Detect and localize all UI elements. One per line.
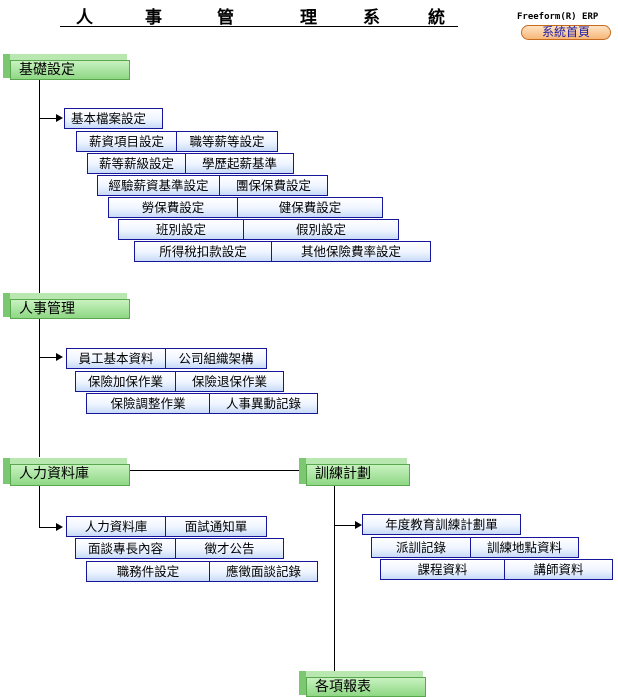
annual-training-plan-button[interactable]: 年度教育訓練計劃單 (362, 514, 521, 535)
labor-insurance-settings-button[interactable]: 勞保費設定 (108, 197, 238, 218)
title-char: 管 (217, 8, 234, 28)
training-assignment-record-button[interactable]: 派訓記錄 (371, 537, 471, 558)
tree-branch (334, 525, 355, 526)
arrow-right-icon (56, 114, 63, 122)
arrow-right-icon (56, 523, 63, 531)
shift-settings-button[interactable]: 班別設定 (118, 219, 244, 240)
arrow-right-icon (56, 353, 63, 361)
title-char: 人 (76, 8, 93, 28)
company-org-chart-button[interactable]: 公司組織架構 (165, 348, 267, 369)
talent-database-button[interactable]: 人力資料庫 (66, 516, 166, 537)
group-insurance-settings-button[interactable]: 團保保費設定 (219, 175, 328, 196)
experience-salary-base-button[interactable]: 經驗薪資基準設定 (97, 175, 220, 196)
instructor-data-button[interactable]: 講師資料 (504, 559, 613, 580)
applicant-interview-record-button[interactable]: 應徵面談記錄 (209, 561, 318, 582)
title-char: 事 (145, 8, 162, 28)
education-salary-base-button[interactable]: 學歷起薪基準 (185, 153, 294, 174)
personnel-transfer-record-button[interactable]: 人事異動記錄 (209, 393, 318, 414)
leave-settings-button[interactable]: 假別設定 (243, 219, 399, 240)
tree-line (39, 78, 40, 296)
section-reports-label[interactable]: 各項報表 (306, 677, 426, 697)
interview-specialty-button[interactable]: 面談專長內容 (75, 538, 176, 559)
page-title: 人 事 管 理 系 統 (60, 6, 458, 28)
section-basic-label[interactable]: 基礎設定 (10, 60, 130, 80)
tree-branch (125, 470, 301, 471)
recruitment-notice-button[interactable]: 徵才公告 (175, 538, 284, 559)
rank-grade-settings-button[interactable]: 職等薪等設定 (176, 131, 278, 152)
tree-branch (39, 527, 56, 528)
tree-line (334, 486, 335, 671)
tree-line (39, 317, 40, 457)
home-button[interactable]: 系統首頁 (521, 25, 611, 40)
title-char: 系 (363, 8, 380, 28)
insurance-add-button[interactable]: 保險加保作業 (75, 371, 176, 392)
training-location-button[interactable]: 訓練地點資料 (470, 537, 579, 558)
section-talent-label[interactable]: 人力資料庫 (10, 464, 130, 486)
arrow-right-icon (355, 521, 362, 529)
tree-line (39, 486, 40, 528)
title-char: 理 (300, 8, 317, 28)
brand-label: Freeform(R) ERP (517, 12, 599, 22)
health-insurance-settings-button[interactable]: 健保費設定 (237, 197, 383, 218)
section-personnel-label[interactable]: 人事管理 (10, 299, 130, 319)
job-condition-settings-button[interactable]: 職務件設定 (86, 561, 210, 582)
insurance-withdraw-button[interactable]: 保險退保作業 (175, 371, 284, 392)
tree-branch (39, 357, 56, 358)
grade-level-settings-button[interactable]: 薪等薪級設定 (87, 153, 186, 174)
other-insurance-rate-button[interactable]: 其他保險費率設定 (271, 241, 431, 262)
basic-file-settings-button[interactable]: 基本檔案設定 (64, 108, 163, 129)
interview-notice-button[interactable]: 面試通知單 (165, 516, 267, 537)
employee-basic-data-button[interactable]: 員工基本資料 (66, 348, 166, 369)
salary-item-settings-button[interactable]: 薪資項目設定 (76, 131, 177, 152)
section-training-label[interactable]: 訓練計劃 (306, 464, 410, 486)
income-tax-deduction-button[interactable]: 所得稅扣款設定 (134, 241, 272, 262)
tree-branch (39, 118, 56, 119)
course-data-button[interactable]: 課程資料 (380, 559, 505, 580)
title-char: 統 (428, 8, 445, 28)
insurance-adjust-button[interactable]: 保險調整作業 (86, 393, 210, 414)
